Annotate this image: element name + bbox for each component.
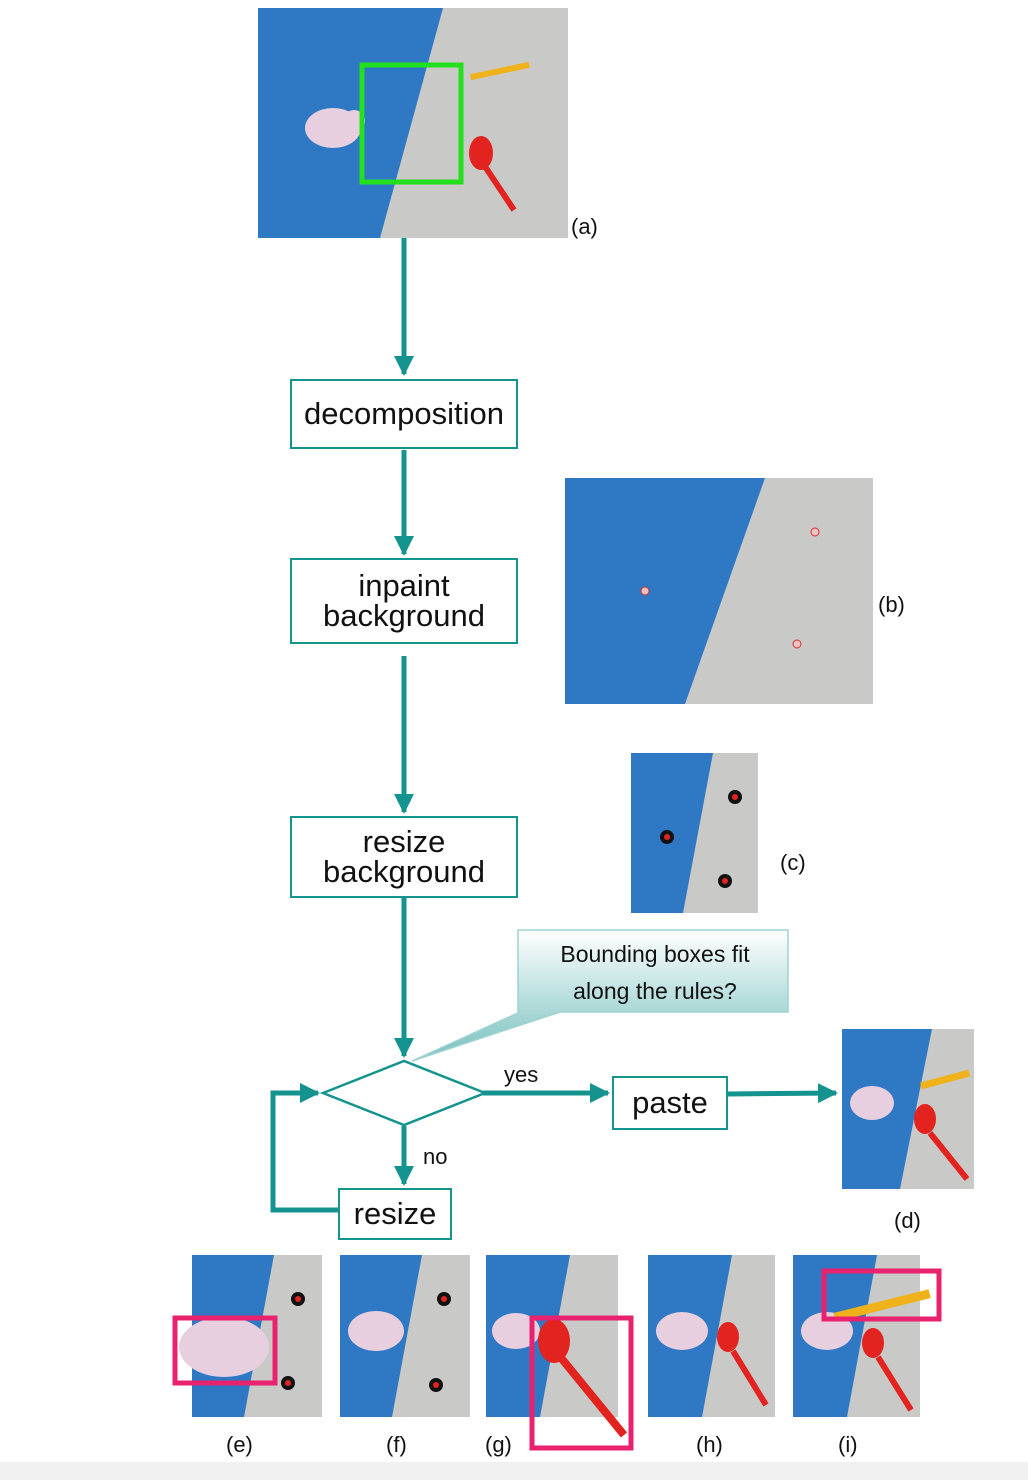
resize-box: resize: [338, 1188, 452, 1240]
decomposition-box: decomposition: [290, 379, 518, 449]
callout-bubble: [411, 929, 789, 1062]
photo-e-pig-bbox: [172, 1255, 322, 1417]
caption-g: (g): [485, 1432, 512, 1457]
photo-b-inpainted: [565, 478, 873, 704]
photo-h-spoon-placed: [648, 1255, 775, 1417]
caption-c: (c): [780, 850, 806, 875]
caption-e: (e): [226, 1432, 253, 1457]
inpaint-label-line2: background: [322, 598, 485, 633]
yes-label: yes: [504, 1062, 539, 1087]
caption-h: (h): [696, 1432, 723, 1457]
caption-i: (i): [838, 1432, 858, 1457]
paste-label: paste: [632, 1085, 708, 1120]
inpaint-background-box: inpaint background: [290, 558, 518, 644]
photo-g-spoon-bbox: [486, 1255, 634, 1451]
callout-line1: Bounding boxes fit: [560, 941, 750, 967]
resize-label: resize: [353, 1196, 437, 1231]
resize-background-label-line2: background: [322, 854, 485, 889]
caption-f: (f): [386, 1432, 407, 1457]
photo-c-resized: [631, 753, 758, 913]
caption-b: (b): [878, 592, 905, 617]
inpaint-label-line1: inpaint: [358, 568, 450, 603]
photo-d-result: [842, 1029, 974, 1189]
no-label: no: [423, 1144, 448, 1169]
paste-box: paste: [612, 1076, 728, 1130]
arrow-paste-to-d: [727, 1083, 838, 1104]
bottom-strip: [0, 1462, 1028, 1480]
decision-diamond: [319, 1059, 489, 1127]
callout-line2: along the rules?: [573, 978, 737, 1004]
arrow-resize-loop-back: [270, 1083, 338, 1213]
decomposition-label: decomposition: [304, 396, 504, 431]
caption-a: (a): [571, 214, 598, 239]
photo-a-original: [258, 8, 568, 238]
resize-background-box: resize background: [290, 816, 518, 898]
resize-background-label-line1: resize: [362, 824, 446, 859]
photo-f-pig-placed: [340, 1255, 470, 1417]
caption-d: (d): [894, 1208, 921, 1233]
callout-text: Bounding boxes fit along the rules?: [520, 936, 790, 1010]
photo-i-fork-bbox: [793, 1255, 943, 1417]
